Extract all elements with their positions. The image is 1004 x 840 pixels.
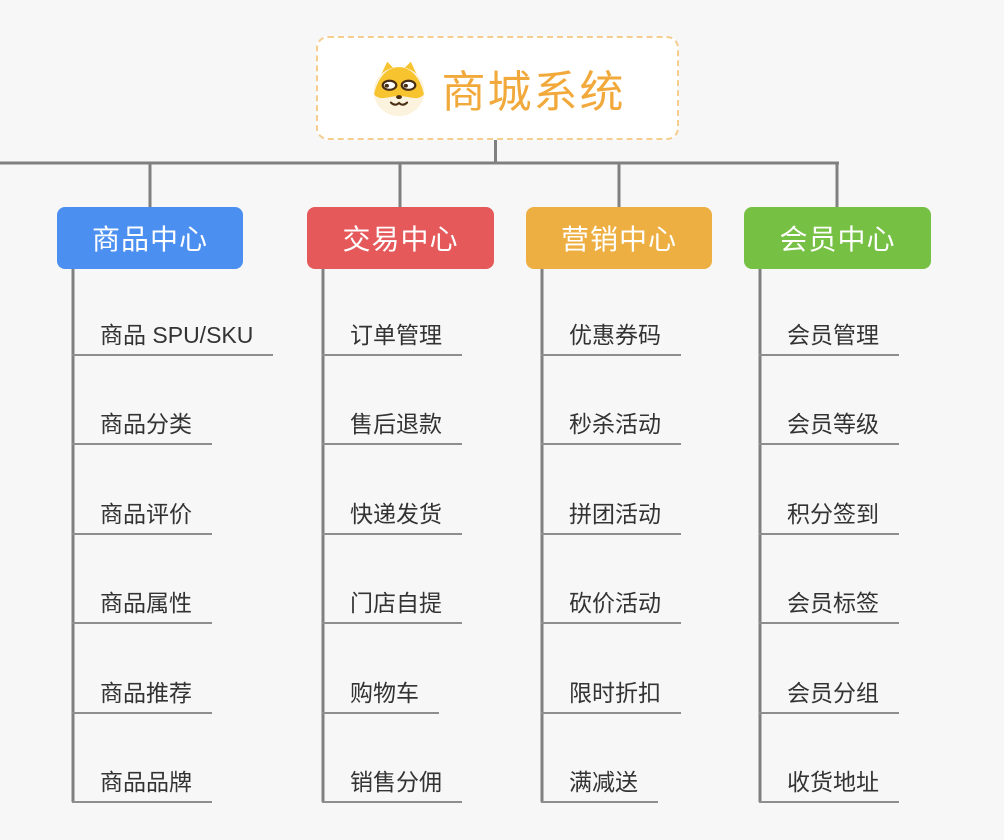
- leaf-node[interactable]: 会员等级: [759, 409, 899, 445]
- branch-header-member-center[interactable]: 会员中心: [744, 207, 931, 269]
- leaf-node[interactable]: 销售分佣: [322, 767, 462, 803]
- branch-header-marketing-center[interactable]: 营销中心: [526, 207, 712, 269]
- leaf-node[interactable]: 商品 SPU/SKU: [72, 320, 274, 356]
- leaf-node[interactable]: 收货地址: [759, 767, 899, 803]
- leaf-node[interactable]: 商品属性: [72, 588, 212, 624]
- branch-header-label: 会员中心: [779, 224, 896, 255]
- leaf-node[interactable]: 优惠券码: [541, 320, 681, 356]
- branch-header-product-center[interactable]: 商品中心: [57, 207, 243, 269]
- leaf-node[interactable]: 积分签到: [759, 499, 899, 535]
- shiba-dog-icon: [373, 61, 424, 117]
- leaf-node[interactable]: 订单管理: [322, 320, 462, 356]
- leaf-node[interactable]: 秒杀活动: [541, 409, 681, 445]
- leaf-node[interactable]: 满减送: [541, 767, 658, 803]
- branch-header-label: 营销中心: [560, 224, 677, 255]
- branch-header-trade-center[interactable]: 交易中心: [307, 207, 494, 269]
- leaf-node[interactable]: 商品品牌: [72, 767, 212, 803]
- branch-header-label: 交易中心: [342, 224, 459, 255]
- leaf-node[interactable]: 砍价活动: [541, 588, 681, 624]
- leaf-node[interactable]: 门店自提: [322, 588, 462, 624]
- leaf-node[interactable]: 快递发货: [322, 499, 462, 535]
- leaf-node[interactable]: 拼团活动: [541, 499, 681, 535]
- leaf-node[interactable]: 购物车: [322, 678, 439, 714]
- root-node[interactable]: 商城系统: [316, 36, 679, 140]
- leaf-node[interactable]: 商品推荐: [72, 678, 212, 714]
- leaf-node[interactable]: 商品分类: [72, 409, 212, 445]
- root-title: 商城系统: [441, 68, 626, 117]
- leaf-node[interactable]: 会员分组: [759, 678, 899, 714]
- branch-header-label: 商品中心: [91, 224, 208, 255]
- leaf-node[interactable]: 售后退款: [322, 409, 462, 445]
- leaf-node[interactable]: 限时折扣: [541, 678, 681, 714]
- leaf-node[interactable]: 商品评价: [72, 499, 212, 535]
- leaf-node[interactable]: 会员管理: [759, 320, 899, 356]
- leaf-node[interactable]: 会员标签: [759, 588, 899, 624]
